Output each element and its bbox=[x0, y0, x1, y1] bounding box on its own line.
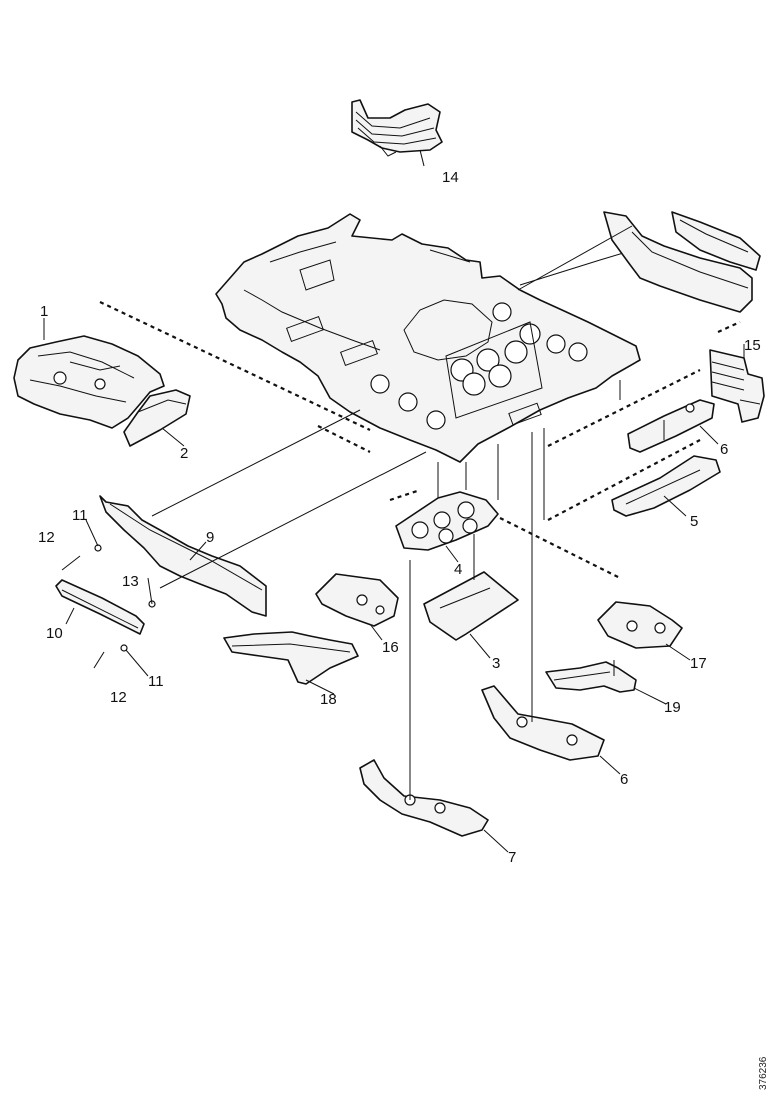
callout-12-lower: 12 bbox=[110, 689, 127, 706]
part-5 bbox=[611, 455, 721, 517]
fasteners bbox=[61, 544, 156, 669]
callout-1: 1 bbox=[40, 303, 48, 320]
main-floor-pan bbox=[215, 213, 641, 463]
part-18 bbox=[223, 631, 359, 685]
callout-14: 14 bbox=[442, 169, 459, 186]
callout-19: 19 bbox=[664, 699, 681, 716]
callout-5: 5 bbox=[690, 513, 698, 530]
rear-panel bbox=[603, 211, 761, 313]
reference-number: 376236 bbox=[758, 1056, 769, 1090]
part-15 bbox=[709, 349, 765, 423]
callout-4: 4 bbox=[454, 561, 462, 578]
dashed-lines bbox=[99, 301, 741, 579]
part-17 bbox=[597, 601, 683, 649]
part-10 bbox=[55, 579, 145, 635]
callout-6-upper: 6 bbox=[720, 441, 728, 458]
callout-2: 2 bbox=[180, 445, 188, 462]
part-9 bbox=[99, 495, 267, 617]
callout-10: 10 bbox=[46, 625, 63, 642]
callout-12-upper: 12 bbox=[38, 529, 55, 546]
part-19 bbox=[545, 661, 637, 693]
callout-11-lower: 11 bbox=[148, 673, 164, 690]
callout-11-upper: 11 bbox=[72, 507, 88, 524]
part-2 bbox=[123, 389, 191, 447]
callout-7: 7 bbox=[508, 849, 516, 866]
part-3 bbox=[423, 571, 519, 641]
callout-16: 16 bbox=[382, 639, 399, 656]
callout-3: 3 bbox=[492, 655, 500, 672]
callout-labels: 1 2 3 4 5 6 6 7 9 10 11 11 12 12 13 14 1… bbox=[38, 169, 761, 866]
callout-18: 18 bbox=[320, 691, 337, 708]
part-1 bbox=[13, 335, 165, 429]
assembly-lines bbox=[151, 225, 665, 800]
callout-17: 17 bbox=[690, 655, 707, 672]
part-8 bbox=[481, 685, 605, 761]
callout-15: 15 bbox=[744, 337, 761, 354]
callout-leaders bbox=[43, 149, 745, 853]
callout-6-lower: 6 bbox=[620, 771, 628, 788]
callout-13: 13 bbox=[122, 573, 139, 590]
part-14 bbox=[351, 99, 443, 157]
callout-9: 9 bbox=[206, 529, 214, 546]
part-4 bbox=[395, 491, 499, 551]
part-16 bbox=[315, 573, 399, 627]
part-7 bbox=[359, 759, 489, 837]
part-6-upper bbox=[627, 399, 715, 453]
